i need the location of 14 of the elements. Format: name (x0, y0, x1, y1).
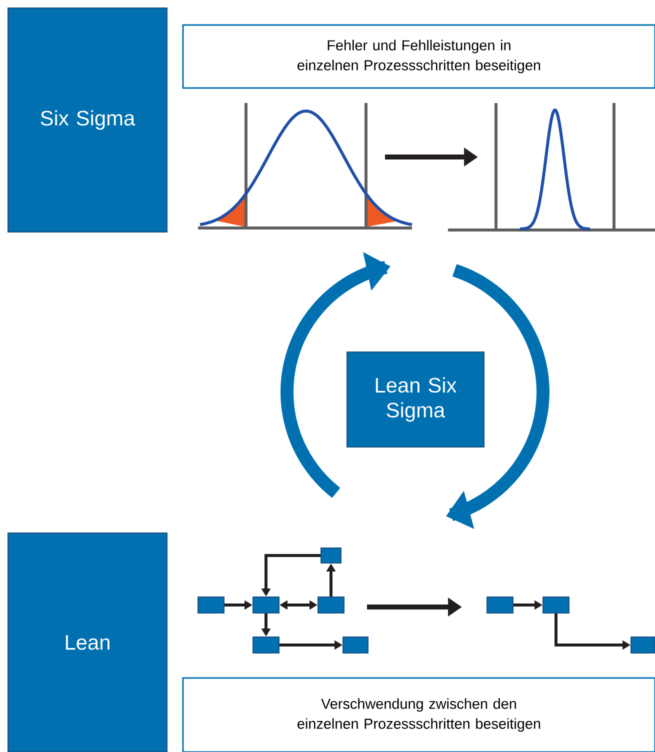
process-box (630, 636, 655, 654)
process-box (198, 596, 224, 614)
title-box: Lean (8, 532, 168, 752)
title-box: Six Sigma (8, 8, 168, 232)
process-box (318, 596, 344, 614)
process-box (252, 596, 280, 614)
process-box (342, 636, 368, 654)
center-box: Lean Six Sigma (346, 352, 484, 448)
process-box (486, 596, 514, 614)
process-box (542, 596, 570, 614)
process-box (320, 548, 342, 564)
description-box: Fehler und Fehlleistungen in einzelnen Prozessschritten beseitigen (182, 24, 655, 89)
description-box: Verschwendung zwischen den einzelnen Prozessschritten beseitigen (182, 677, 655, 752)
process-box (252, 636, 280, 654)
